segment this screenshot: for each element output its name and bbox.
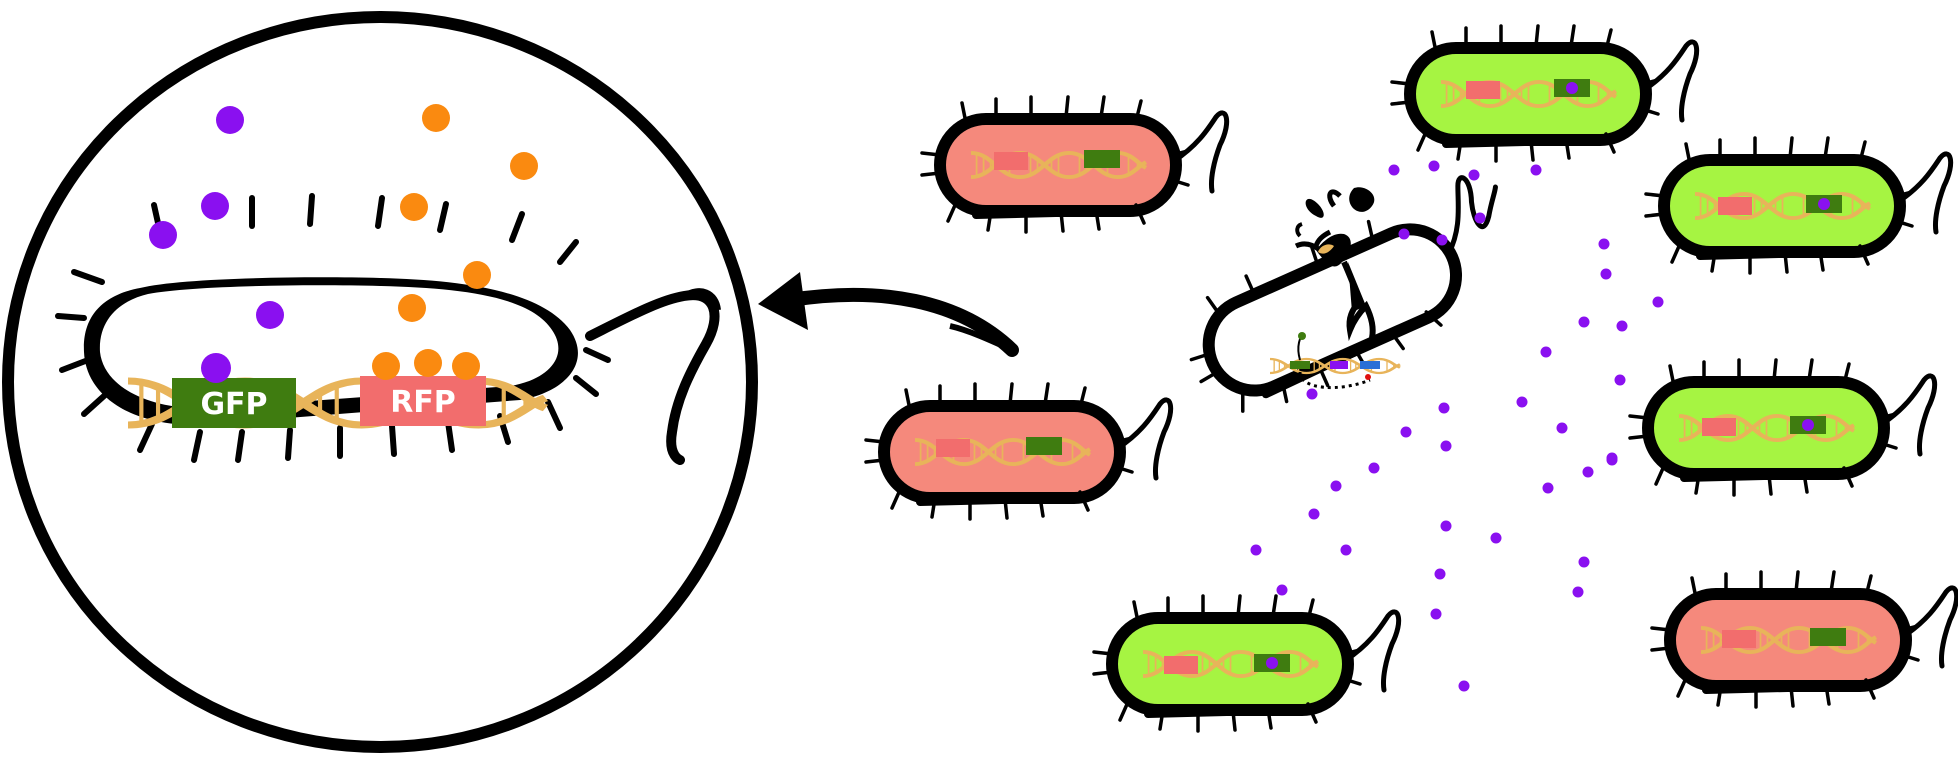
bacterium-red-top-left [922, 97, 1227, 232]
orange-inducers-zoom [372, 104, 538, 380]
bacterium-green-right-upper [1646, 138, 1951, 273]
purple-inducers-zoom [149, 106, 284, 383]
bacterium-red-middle-left [866, 384, 1171, 519]
bacterium-green-right-middle [1630, 360, 1935, 495]
bacterium-red-right-bottom [1652, 572, 1957, 707]
rfp-label: RFP [390, 385, 456, 420]
rfp-gene: RFP [360, 376, 486, 426]
purple-inducers-diffusing [1250, 160, 1664, 692]
curved-arrow-icon [758, 272, 1019, 357]
bacterium-green-top [1392, 26, 1697, 161]
sender-plasmid [1268, 332, 1402, 390]
gfp-gene: GFP [172, 378, 296, 428]
bacterium-sender-white [1189, 175, 1498, 413]
gfp-gene-box [172, 378, 296, 428]
bacterium-green-bottom [1094, 596, 1399, 731]
mosquito-icon [1294, 187, 1376, 342]
rfp-gene-box [360, 376, 486, 426]
gfp-label: GFP [200, 387, 267, 422]
zoom-view: GFP RFP [2, 11, 758, 753]
